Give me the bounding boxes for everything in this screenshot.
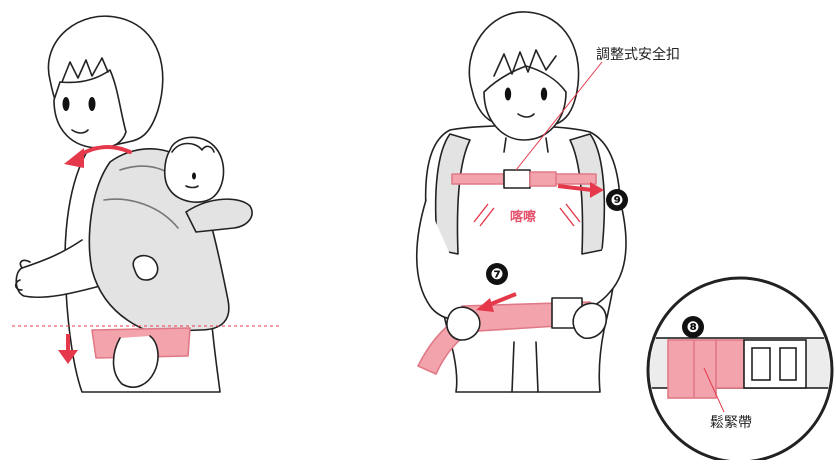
baby-head bbox=[165, 137, 224, 202]
step-8-badge: ❽ bbox=[682, 316, 704, 338]
adjustable-buckle-label: 調整式安全扣 bbox=[596, 44, 680, 64]
step-7-badge: ❼ bbox=[486, 263, 508, 285]
click-sound-label: 喀嚓 bbox=[510, 206, 536, 225]
adjustable-buckle bbox=[504, 170, 530, 188]
step-9-badge: ❾ bbox=[606, 189, 628, 211]
left-figure bbox=[16, 16, 252, 392]
loose-strap-label: 鬆緊帶 bbox=[710, 412, 752, 432]
center-figure bbox=[417, 12, 626, 392]
loose-strap-band bbox=[668, 340, 716, 398]
left-figure-eye-1 bbox=[63, 97, 70, 111]
left-figure-eye-2 bbox=[89, 97, 96, 111]
